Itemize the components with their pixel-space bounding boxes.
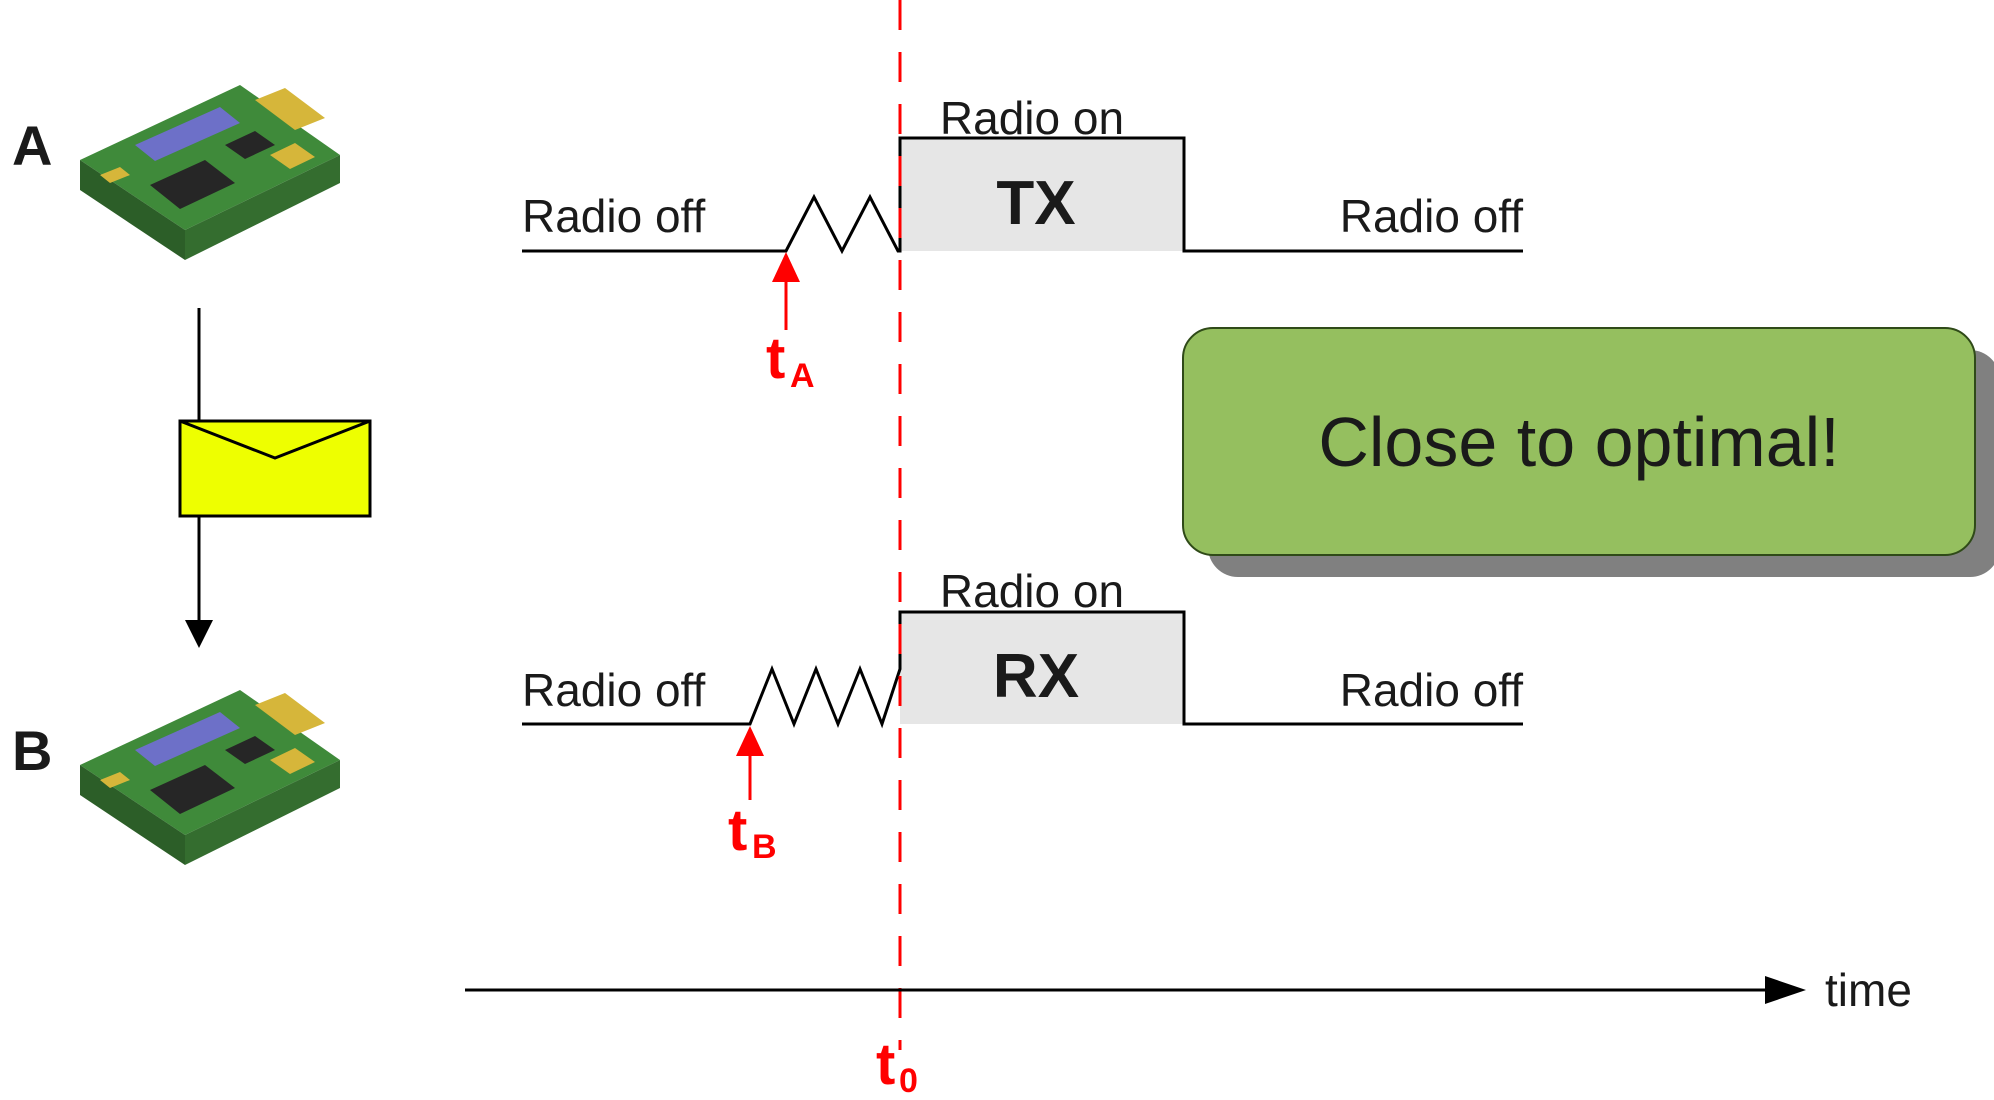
node-b-state: RX <box>993 642 1079 711</box>
node-a-radio-off-right: Radio off <box>1340 190 1524 242</box>
callout-text: Close to optimal! <box>1318 403 1839 481</box>
node-b-signal <box>522 610 1523 729</box>
marker-ta: t A <box>766 252 815 395</box>
envelope-icon <box>178 419 372 518</box>
marker-t0-sub: 0 <box>899 1062 918 1095</box>
marker-tb-main: t <box>728 798 747 863</box>
message-flow-arrowhead <box>185 620 213 648</box>
node-a-state: TX <box>996 169 1075 238</box>
node-b-radio-off-right: Radio off <box>1340 664 1524 716</box>
node-b-radio-off-left: Radio off <box>522 664 706 716</box>
node-a-timeline: Radio off Radio on TX Radio off <box>522 92 1524 255</box>
node-a-signal <box>522 136 1523 255</box>
time-axis-arrowhead <box>1765 976 1806 1004</box>
callout-box <box>1182 327 1976 556</box>
marker-ta-sub: A <box>790 357 815 395</box>
tx-state-box <box>900 138 1184 251</box>
marker-t0: t 0 <box>876 1032 918 1100</box>
time-axis: time <box>465 964 1912 1016</box>
node-a-radio-on: Radio on <box>940 92 1124 144</box>
marker-tb: t B <box>728 726 777 866</box>
sensor-board-icon <box>80 85 340 260</box>
marker-tb-sub: B <box>752 828 777 866</box>
node-b-radio-on: Radio on <box>940 565 1124 617</box>
node-a-radio-off-left: Radio off <box>522 190 706 242</box>
node-b-timeline: Radio off Radio on RX Radio off <box>522 565 1524 729</box>
node-b-label: B <box>12 719 52 782</box>
time-axis-label: time <box>1825 964 1912 1016</box>
sensor-board-icon <box>80 690 340 865</box>
marker-t0-main: t <box>876 1032 895 1095</box>
rx-state-box <box>900 612 1184 724</box>
node-a-label: A <box>12 114 52 177</box>
callout: Close to optimal! <box>1182 327 1994 577</box>
marker-ta-main: t <box>766 326 785 391</box>
